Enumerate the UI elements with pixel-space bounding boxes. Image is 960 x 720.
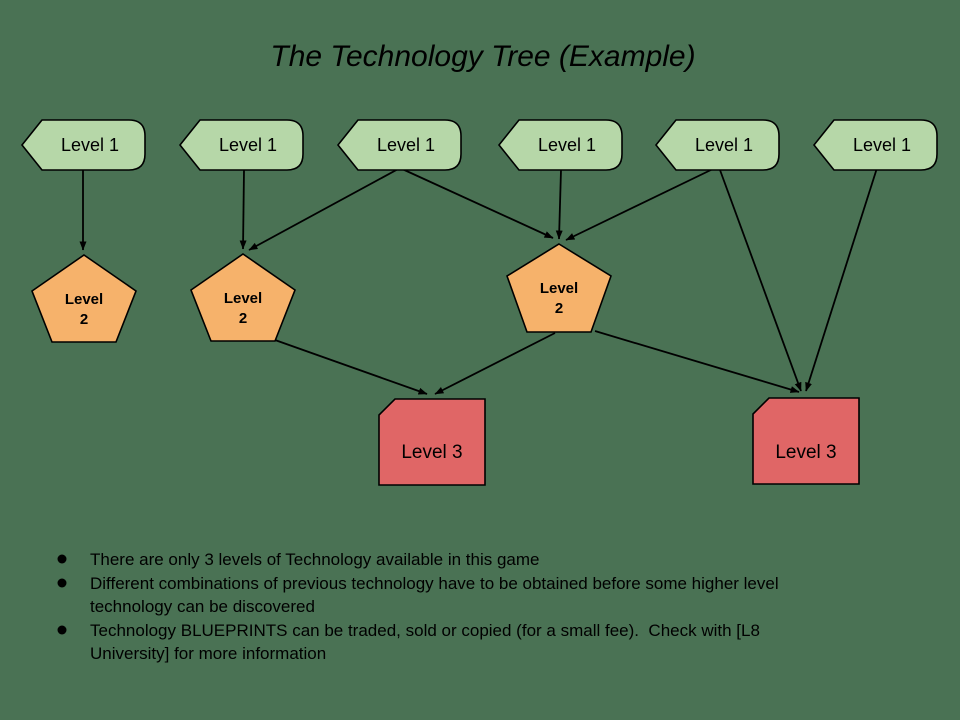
level1-node-2-label: Level 1 (219, 135, 277, 155)
level1-node-3 (336, 119, 462, 171)
level2-node-2-label-line2: 2 (239, 310, 247, 327)
level1-node-6-label: Level 1 (853, 135, 911, 155)
bullet-3-line-2: University] for more information (90, 644, 326, 663)
bullet-icon (57, 554, 67, 564)
bullet-3-line-1: Technology BLUEPRINTS can be traded, sol… (90, 621, 760, 640)
level3-node-1 (378, 398, 486, 486)
edge-l1e-to-l3b (719, 169, 802, 392)
level2-node-1-label-line1: Level (65, 291, 103, 308)
edge-l1c-to-l2c (399, 167, 554, 239)
level2-nodes-group (31, 243, 612, 343)
level2-node-2-label-line1: Level (224, 290, 262, 307)
edge-l2c-to-l3b (594, 330, 800, 393)
edge-l1c-to-l2b (248, 167, 401, 251)
edge-l2b-to-l3a (274, 339, 428, 395)
level1-node-2 (178, 119, 304, 171)
level3-node-1-label: Level 3 (401, 442, 462, 463)
level1-node-4-label: Level 1 (538, 135, 596, 155)
level1-node-1-label: Level 1 (61, 135, 119, 155)
level1-nodes-group (20, 119, 938, 171)
level1-node-3-label: Level 1 (377, 135, 435, 155)
level1-node-4 (497, 119, 623, 171)
bullet-2-line-2: technology can be discovered (90, 597, 315, 616)
edge-l2c-to-l3a (434, 332, 556, 395)
edge-l1b-to-l2b (239, 169, 247, 250)
page-title: The Technology Tree (Example) (270, 40, 695, 73)
bullet-icon (57, 625, 67, 635)
level3-node-2 (752, 397, 860, 485)
level1-node-1 (20, 119, 146, 171)
bullet-icon (57, 578, 67, 588)
level2-node-1-label-line2: 2 (80, 311, 88, 328)
level2-node-2 (190, 253, 296, 342)
edge-l1e-to-l2c (565, 167, 716, 241)
edges-group (79, 167, 878, 395)
level2-node-3 (506, 243, 612, 333)
edge-l1d-to-l2c (555, 169, 563, 240)
edge-l1f-to-l3b (805, 167, 878, 392)
bullet-list: There are only 3 levels of Technology av… (57, 550, 779, 663)
level1-node-5-label: Level 1 (695, 135, 753, 155)
bullet-2-line-1: Different combinations of previous techn… (90, 574, 779, 593)
level1-node-6 (812, 119, 938, 171)
level3-node-2-label: Level 3 (775, 442, 836, 463)
level2-node-3-label-line1: Level (540, 280, 578, 297)
level1-node-5 (654, 119, 780, 171)
bullet-1-line-1: There are only 3 levels of Technology av… (90, 550, 540, 569)
level2-node-1 (31, 254, 137, 343)
level3-nodes-group (378, 397, 860, 486)
level2-node-3-label-line2: 2 (555, 300, 563, 317)
